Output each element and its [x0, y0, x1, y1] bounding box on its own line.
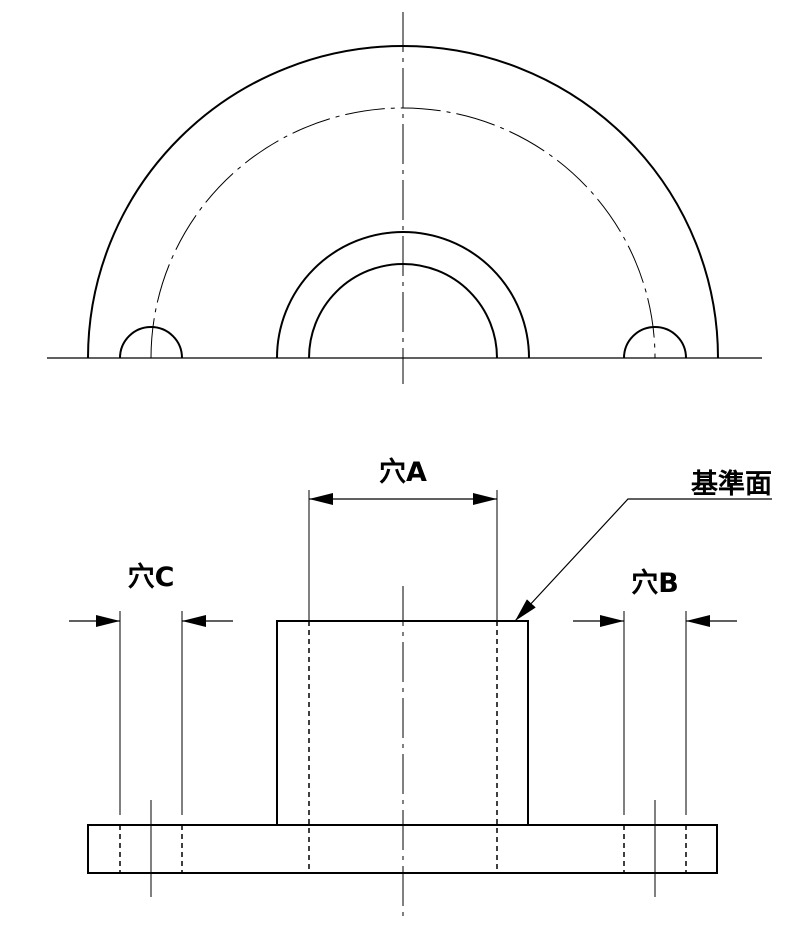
- hole-b-top-arc: [623, 326, 687, 359]
- front-view: [69, 490, 772, 918]
- datum-leader-line: [514, 498, 772, 622]
- bolt-circle-arc: [150, 107, 656, 359]
- hole-b-label: 穴B: [631, 568, 679, 599]
- bore-arc: [308, 263, 498, 359]
- hole-c-label: 穴C: [128, 562, 175, 593]
- top-view: [47, 12, 762, 384]
- boss-outer-arc: [276, 231, 530, 359]
- hole-c-top-arc: [119, 326, 183, 359]
- hole-a-label: 穴A: [379, 457, 427, 488]
- datum-surface-label: 基準面: [691, 468, 772, 500]
- outer-flange-arc: [87, 45, 719, 359]
